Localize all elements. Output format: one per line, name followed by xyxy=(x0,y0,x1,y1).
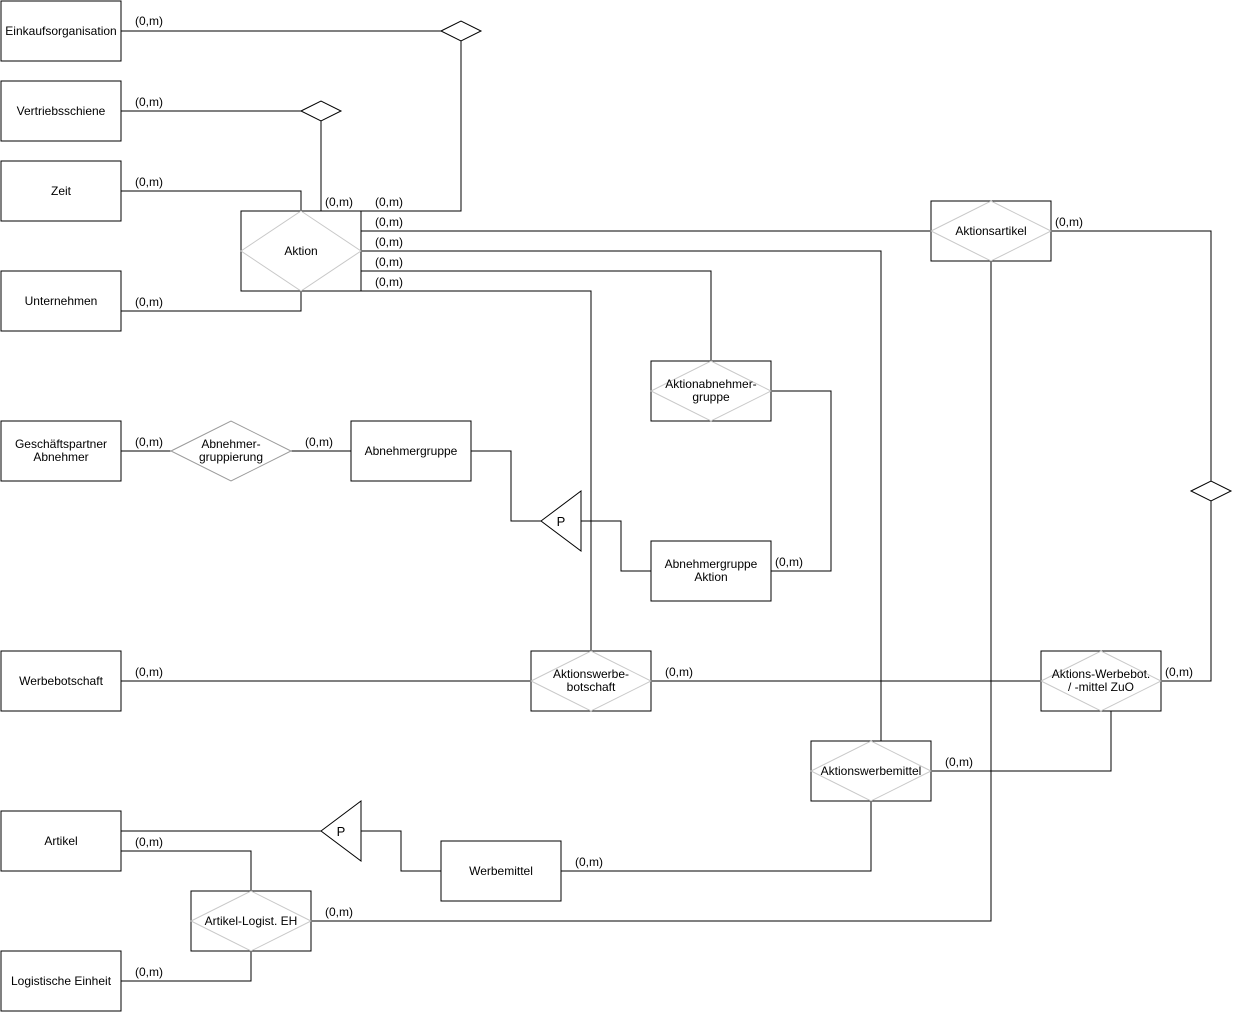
relationship-diamond-aktionsartikel-zuo[interactable] xyxy=(1189,480,1233,502)
entity-zeit[interactable]: Zeit xyxy=(0,160,122,222)
cardinality-artikel-logist-eh: (0,m) xyxy=(325,905,353,919)
line-aktion-aktionabnehmergruppe xyxy=(361,270,712,361)
entity-vertriebsschiene[interactable]: Vertriebsschiene xyxy=(0,80,122,142)
cardinality-aktionsartikel: (0,m) xyxy=(1055,215,1083,229)
relationship-entity-label: Aktionsartikel xyxy=(955,224,1026,238)
entity-label: Abnehmergruppe xyxy=(365,444,458,458)
relationship-entity-aktion[interactable]: Aktion xyxy=(240,210,362,292)
entity-werbemittel[interactable]: Werbemittel xyxy=(440,840,562,902)
entity-label-line1: Geschäftspartner xyxy=(15,437,107,451)
relationship-entity-aktionswerbemittel[interactable]: Aktionswerbemittel xyxy=(809,740,933,802)
relationship-entity-aktionabnehmergruppe[interactable]: Aktionabnehmer- gruppe xyxy=(649,360,773,422)
entity-label-line2: Aktion xyxy=(694,570,727,584)
relationship-diamond-vertriebsschiene[interactable] xyxy=(299,100,343,122)
line-partition-abnehmergruppe-aktion xyxy=(581,520,651,572)
line-aktion-aktionswerbemittel xyxy=(361,250,882,741)
relationship-entity-label-line1: Aktionabnehmer- xyxy=(665,377,756,391)
cardinality-geschaeftspartner: (0,m) xyxy=(135,435,163,449)
cardinality-aktionswerbemittel: (0,m) xyxy=(945,755,973,769)
entity-label: Unternehmen xyxy=(25,294,98,308)
cardinality-werbebotschaft: (0,m) xyxy=(135,665,163,679)
relationship-entity-label: Aktion xyxy=(284,244,317,258)
cardinality-abnehmergruppierung: (0,m) xyxy=(305,435,333,449)
line-einkauf-diamond-aktion xyxy=(361,41,462,212)
entity-label-line1: Abnehmergruppe xyxy=(665,557,758,571)
relationship-entity-label-line1: Aktionswerbe- xyxy=(553,667,629,681)
cardinality-aktion-right-2: (0,m) xyxy=(375,215,403,229)
entity-logistische-einheit[interactable]: Logistische Einheit xyxy=(0,950,122,1012)
line-unternehmen xyxy=(121,291,302,312)
relationship-abnehmergruppierung[interactable]: Abnehmer- gruppierung xyxy=(169,420,293,482)
line-aktionswerbemittel-werbemittel xyxy=(561,801,872,872)
relationship-entity-label-line2: gruppe xyxy=(692,390,730,404)
entity-label: Vertriebsschiene xyxy=(17,104,106,118)
line-diamond-zuo xyxy=(1161,501,1212,682)
cardinality-aktionswerbebotschaft: (0,m) xyxy=(665,665,693,679)
entity-geschaeftspartner-abnehmer[interactable]: Geschäftspartner Abnehmer xyxy=(0,420,122,482)
entity-abnehmergruppe-aktion[interactable]: Abnehmergruppe Aktion xyxy=(650,540,772,602)
connection-lines xyxy=(121,30,1212,982)
cardinality-aktions-werbebot-zuo: (0,m) xyxy=(1165,665,1193,679)
cardinality-werbemittel: (0,m) xyxy=(575,855,603,869)
specialization-artikel[interactable]: P xyxy=(320,800,362,862)
cardinality-aktion-right-3: (0,m) xyxy=(375,235,403,249)
line-abnehmergruppe-partition xyxy=(471,450,541,522)
line-artikel-artikel-logist xyxy=(121,850,252,891)
line-zeit xyxy=(121,190,302,211)
entity-label: Logistische Einheit xyxy=(11,974,112,988)
entity-werbebotschaft[interactable]: Werbebotschaft xyxy=(0,650,122,712)
relationship-entity-artikel-logist-eh[interactable]: Artikel-Logist. EH xyxy=(189,890,313,952)
entity-label: Werbebotschaft xyxy=(19,674,103,688)
cardinality-vertriebsschiene: (0,m) xyxy=(135,95,163,109)
entity-label: Einkaufsorganisation xyxy=(5,24,116,38)
line-aktionsartikel-artikel-logist xyxy=(311,261,992,922)
relationship-label-line1: Abnehmer- xyxy=(201,437,260,451)
partition-label: P xyxy=(337,824,346,839)
cardinality-artikel: (0,m) xyxy=(135,835,163,849)
line-aktion-aktionswerbebotschaft xyxy=(361,290,592,651)
relationship-label-line2: gruppierung xyxy=(199,450,263,464)
line-partition-werbemittel xyxy=(361,830,441,872)
entity-einkaufsorganisation[interactable]: Einkaufsorganisation xyxy=(0,0,122,62)
entity-label: Artikel xyxy=(44,834,77,848)
entity-label-line2: Abnehmer xyxy=(33,450,88,464)
cardinality-abnehmergruppe-aktion: (0,m) xyxy=(775,555,803,569)
relationship-entity-aktionswerbebotschaft[interactable]: Aktionswerbe- botschaft xyxy=(529,650,653,712)
entity-label: Zeit xyxy=(51,184,72,198)
line-zuo-aktionswerbemittel xyxy=(931,711,1112,772)
relationship-entity-label-line2: botschaft xyxy=(567,680,616,694)
line-aktionabnehmergruppe-abnehmergruppe-aktion xyxy=(771,390,832,572)
cardinality-einkaufsorganisation: (0,m) xyxy=(135,14,163,28)
cardinality-aktion-right-4: (0,m) xyxy=(375,255,403,269)
line-logistische-einheit xyxy=(121,951,252,982)
cardinality-aktion-right-5: (0,m) xyxy=(375,275,403,289)
partition-label: P xyxy=(557,514,566,529)
relationship-entity-aktionsartikel[interactable]: Aktionsartikel xyxy=(929,200,1053,262)
entity-label: Werbemittel xyxy=(469,864,533,878)
entity-artikel[interactable]: Artikel xyxy=(0,810,122,872)
specialization-abnehmergruppe[interactable]: P xyxy=(540,490,582,552)
relationship-entity-label: Aktionswerbemittel xyxy=(821,764,922,778)
entity-unternehmen[interactable]: Unternehmen xyxy=(0,270,122,332)
relationship-entity-label: Artikel-Logist. EH xyxy=(205,914,298,928)
line-aktionsartikel-diamond xyxy=(1051,230,1212,481)
relationship-entity-aktions-werbebot-zuo[interactable]: Aktions-Werbebot. / -mittel ZuO xyxy=(1039,650,1163,712)
entity-abnehmergruppe[interactable]: Abnehmergruppe xyxy=(350,420,472,482)
relationship-entity-label-line2: / -mittel ZuO xyxy=(1068,680,1134,694)
relationship-diamond-einkaufsorganisation[interactable] xyxy=(439,20,483,42)
cardinality-unternehmen: (0,m) xyxy=(135,295,163,309)
cardinality-zeit: (0,m) xyxy=(135,175,163,189)
relationship-entity-label-line1: Aktions-Werbebot. xyxy=(1052,667,1151,681)
cardinality-aktion-right-1: (0,m) xyxy=(375,195,403,209)
cardinality-labels: (0,m) (0,m) (0,m) (0,m) (0,m) (0,m) (0,m… xyxy=(135,14,1193,979)
cardinality-logistische-einheit: (0,m) xyxy=(135,965,163,979)
cardinality-aktion-top-left: (0,m) xyxy=(325,195,353,209)
